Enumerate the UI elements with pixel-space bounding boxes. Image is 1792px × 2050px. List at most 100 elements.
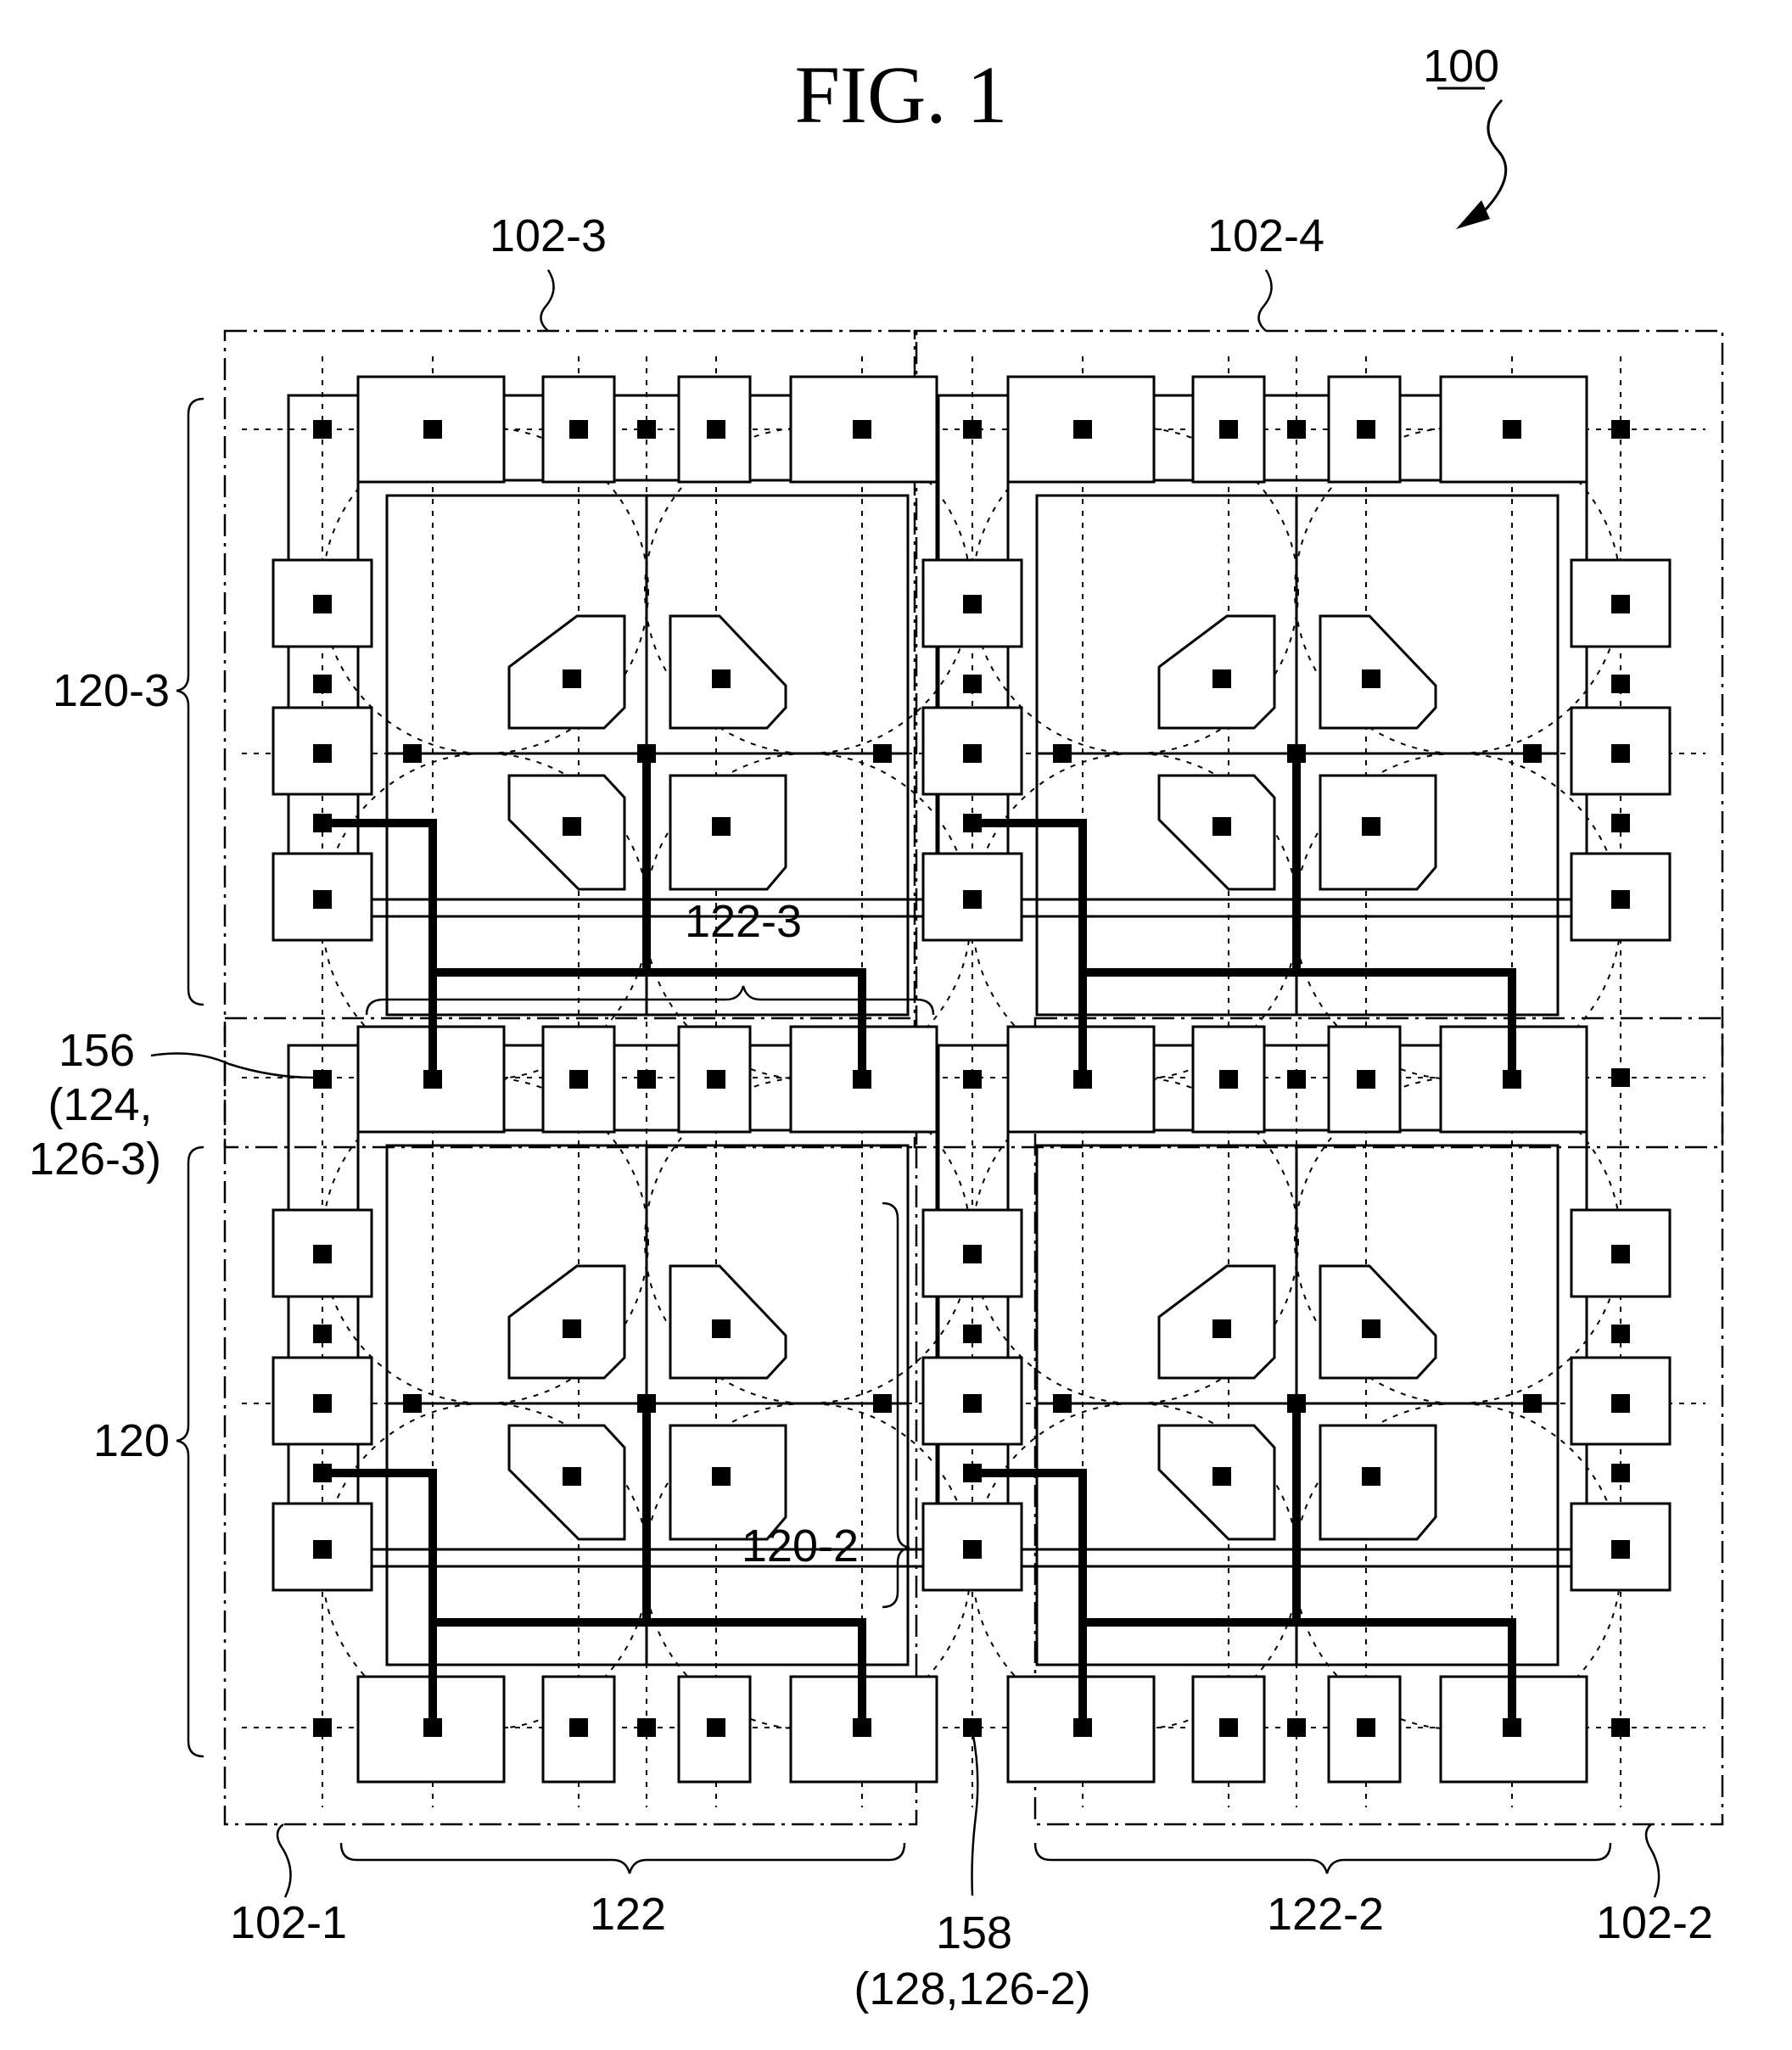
wire-left [322, 819, 437, 1078]
via-square [712, 1467, 731, 1486]
via-square [1287, 420, 1306, 439]
via-square [1611, 1540, 1630, 1559]
label-122: 122 [590, 1889, 666, 1940]
via-square [963, 1245, 982, 1263]
via-square [1611, 420, 1630, 439]
via-square [1523, 744, 1542, 763]
via-square [1073, 1070, 1092, 1089]
via-square [1611, 1245, 1630, 1263]
wire-left [322, 1469, 437, 1728]
via-square [313, 814, 332, 832]
via-square [963, 1070, 982, 1089]
via-square [1287, 1718, 1306, 1737]
wire-left [972, 819, 1087, 1078]
via-square [963, 1540, 982, 1559]
wire-bottom [1083, 968, 1516, 1078]
via-square [1287, 1394, 1306, 1413]
block-boundary [223, 329, 918, 1149]
via-square [1362, 1467, 1380, 1486]
via-square [313, 1070, 332, 1089]
leader-158 [971, 1730, 979, 1896]
via-square [569, 420, 588, 439]
label-156-sub-2: 126-3) [29, 1134, 161, 1185]
via-square [313, 1718, 332, 1737]
via-square [563, 1467, 581, 1486]
via-square [563, 1319, 581, 1338]
via-square [313, 890, 332, 909]
via-square [1611, 744, 1630, 763]
leader-156 [150, 1052, 315, 1079]
brace-120-2 [882, 1201, 910, 1609]
via-square [1219, 1070, 1238, 1089]
via-square [1287, 744, 1306, 763]
via-square [1053, 744, 1072, 763]
label-158: 158 [936, 1907, 1012, 1958]
via-square [423, 420, 442, 439]
wire-bottom [433, 968, 866, 1078]
label-102-4: 102-4 [1207, 210, 1324, 261]
label-120: 120 [93, 1415, 170, 1466]
leader-102-2 [1644, 1823, 1660, 1898]
label-156-sub-1: (124, [48, 1079, 152, 1130]
via-square [423, 1070, 442, 1089]
via-square [1357, 420, 1375, 439]
via-square [963, 595, 982, 613]
via-square [1503, 1070, 1521, 1089]
via-square [313, 420, 332, 439]
block-boundaries [223, 329, 1724, 1826]
label-158-sub: (128,126-2) [854, 1963, 1090, 2014]
leader-102-1 [276, 1823, 292, 1898]
via-square [873, 744, 892, 763]
via-square [963, 675, 982, 693]
via-square [313, 595, 332, 613]
via-square [423, 1718, 442, 1737]
pad-cell [272, 706, 373, 796]
label-122-3: 122-3 [685, 896, 802, 947]
via-square [1073, 1718, 1092, 1737]
label-102-3: 102-3 [490, 210, 607, 261]
via-square [963, 744, 982, 763]
via-square [963, 1325, 982, 1343]
via-square [1503, 1718, 1521, 1737]
via-square [563, 669, 581, 688]
via-square [1611, 675, 1630, 693]
via-square [963, 1718, 982, 1737]
via-square [1611, 595, 1630, 613]
via-square [637, 420, 656, 439]
via-square [1053, 1394, 1072, 1413]
via-square [1611, 814, 1630, 832]
wiring [322, 753, 1516, 1728]
brace-120 [176, 1145, 204, 1758]
via-square [313, 1245, 332, 1263]
leader-102-3 [540, 269, 555, 332]
via-square [637, 1718, 656, 1737]
ref-label-100: 100 [1423, 41, 1499, 92]
block-boundary [1033, 1017, 1724, 1826]
pad-cell [356, 375, 506, 484]
via-square [1219, 420, 1238, 439]
via-square [1611, 1068, 1630, 1087]
via-square [853, 420, 871, 439]
pad-cell [677, 1025, 752, 1134]
via-square [569, 1718, 588, 1737]
figure-title: FIG. 1 [795, 49, 1008, 140]
pad-cell [921, 1208, 1023, 1298]
via-square [313, 1325, 332, 1343]
block-boundary [223, 1017, 918, 1826]
via-square [853, 1718, 871, 1737]
via-square [1287, 1070, 1306, 1089]
via-square [569, 1070, 588, 1089]
via-square [403, 744, 422, 763]
wire-bottom [1083, 1618, 1516, 1728]
via-square [712, 817, 731, 836]
arrow-100-shaft [1470, 98, 1508, 224]
via-square [707, 1070, 725, 1089]
via-square [1611, 1394, 1630, 1413]
arrow-100-head [1456, 200, 1490, 229]
via-square [1212, 1319, 1231, 1338]
brace-120-3 [176, 397, 204, 1006]
brace-122 [339, 1842, 906, 1874]
via-square [1362, 1319, 1380, 1338]
via-square [873, 1394, 892, 1413]
